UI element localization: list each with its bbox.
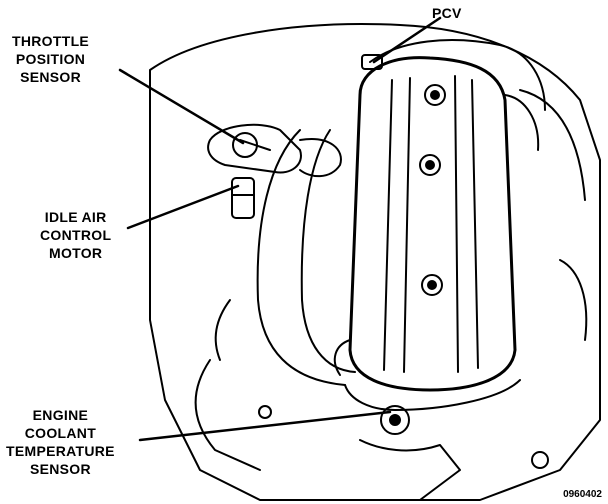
pcv-label: PCV — [432, 5, 462, 21]
engine-coolant-temperature-sensor-label: ENGINE COOLANT TEMPERATURE SENSOR — [6, 407, 115, 477]
figure-id: 0960402 — [563, 489, 602, 500]
leader-line-pcv — [372, 16, 442, 64]
throttle-body — [207, 123, 302, 174]
leader-line-ects — [138, 410, 392, 442]
idle-air-control-motor-label: IDLE AIR CONTROL MOTOR — [40, 209, 112, 261]
plenum-cover — [348, 56, 517, 392]
throttle-position-sensor-label: THROTTLE POSITION SENSOR — [12, 33, 90, 85]
leader-line-iac — [126, 184, 240, 230]
engine-bay-outline — [149, 23, 601, 501]
iac-motor-body — [231, 177, 255, 219]
leader-line-tps — [118, 68, 245, 145]
ect-sensor-housing — [380, 405, 410, 435]
